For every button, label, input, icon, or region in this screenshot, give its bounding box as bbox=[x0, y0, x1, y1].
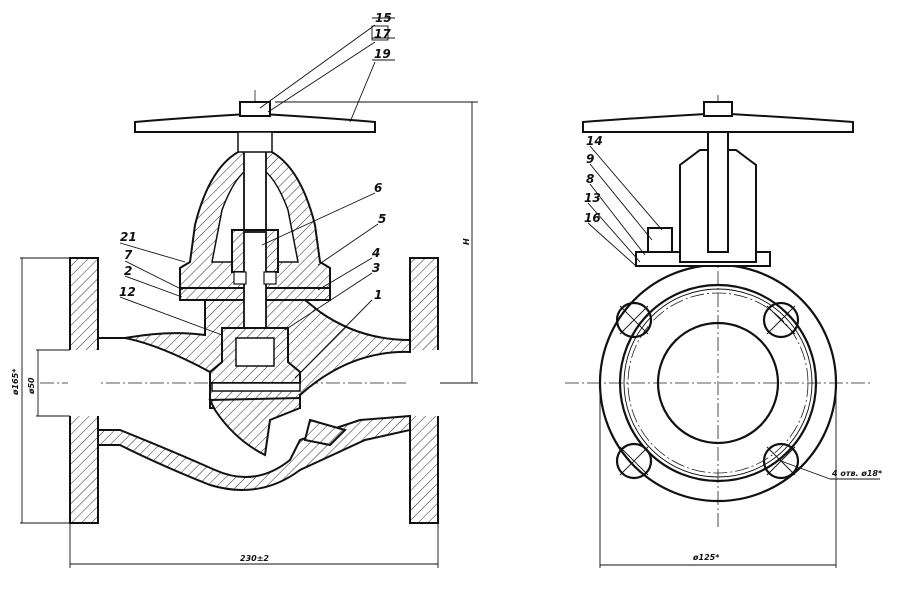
callout-9: 9 bbox=[586, 152, 594, 166]
callout-2: 2 bbox=[124, 264, 132, 278]
body-rib bbox=[303, 418, 347, 447]
callout-3: 3 bbox=[372, 261, 380, 275]
callout-12: 12 bbox=[119, 285, 136, 299]
callout-17: 17 bbox=[374, 27, 391, 41]
callout-6: 6 bbox=[374, 181, 382, 195]
leader-lines-side bbox=[587, 145, 663, 267]
bolt-circle-dim: ø125* bbox=[692, 553, 720, 562]
callout-15: 15 bbox=[375, 11, 392, 25]
stem-side bbox=[707, 131, 729, 253]
body-partition bbox=[208, 396, 301, 457]
callout-7: 7 bbox=[124, 248, 133, 262]
callout-19: 19 bbox=[374, 47, 391, 61]
callout-16: 16 bbox=[584, 211, 601, 225]
handwheel-nut bbox=[239, 101, 271, 117]
side-view: ø125* 4 отв. ø18* 14 9 8 13 16 bbox=[565, 95, 883, 568]
bore bbox=[656, 321, 780, 445]
callout-14: 14 bbox=[586, 134, 603, 148]
height-dim: H bbox=[462, 238, 471, 245]
callout-8: 8 bbox=[586, 172, 594, 186]
bolt-circle bbox=[627, 292, 809, 474]
flange-diameter-dim: ø165* bbox=[11, 368, 20, 396]
front-section-view: ø165* ø50 230±2 H 15 17 19 6 5 4 3 1 21 … bbox=[11, 11, 478, 568]
callout-21: 21 bbox=[120, 230, 137, 244]
callout-1: 1 bbox=[374, 288, 382, 302]
callout-4: 4 bbox=[371, 246, 380, 260]
callout-13: 13 bbox=[584, 191, 601, 205]
seat bbox=[211, 382, 301, 392]
bolt-holes bbox=[615, 301, 800, 480]
length-dim: 230±2 bbox=[240, 554, 269, 563]
holes-dim: 4 отв. ø18* bbox=[831, 469, 883, 478]
leader-lines bbox=[119, 17, 395, 379]
bore-diameter-dim: ø50 bbox=[27, 377, 36, 395]
callout-5: 5 bbox=[378, 212, 386, 226]
